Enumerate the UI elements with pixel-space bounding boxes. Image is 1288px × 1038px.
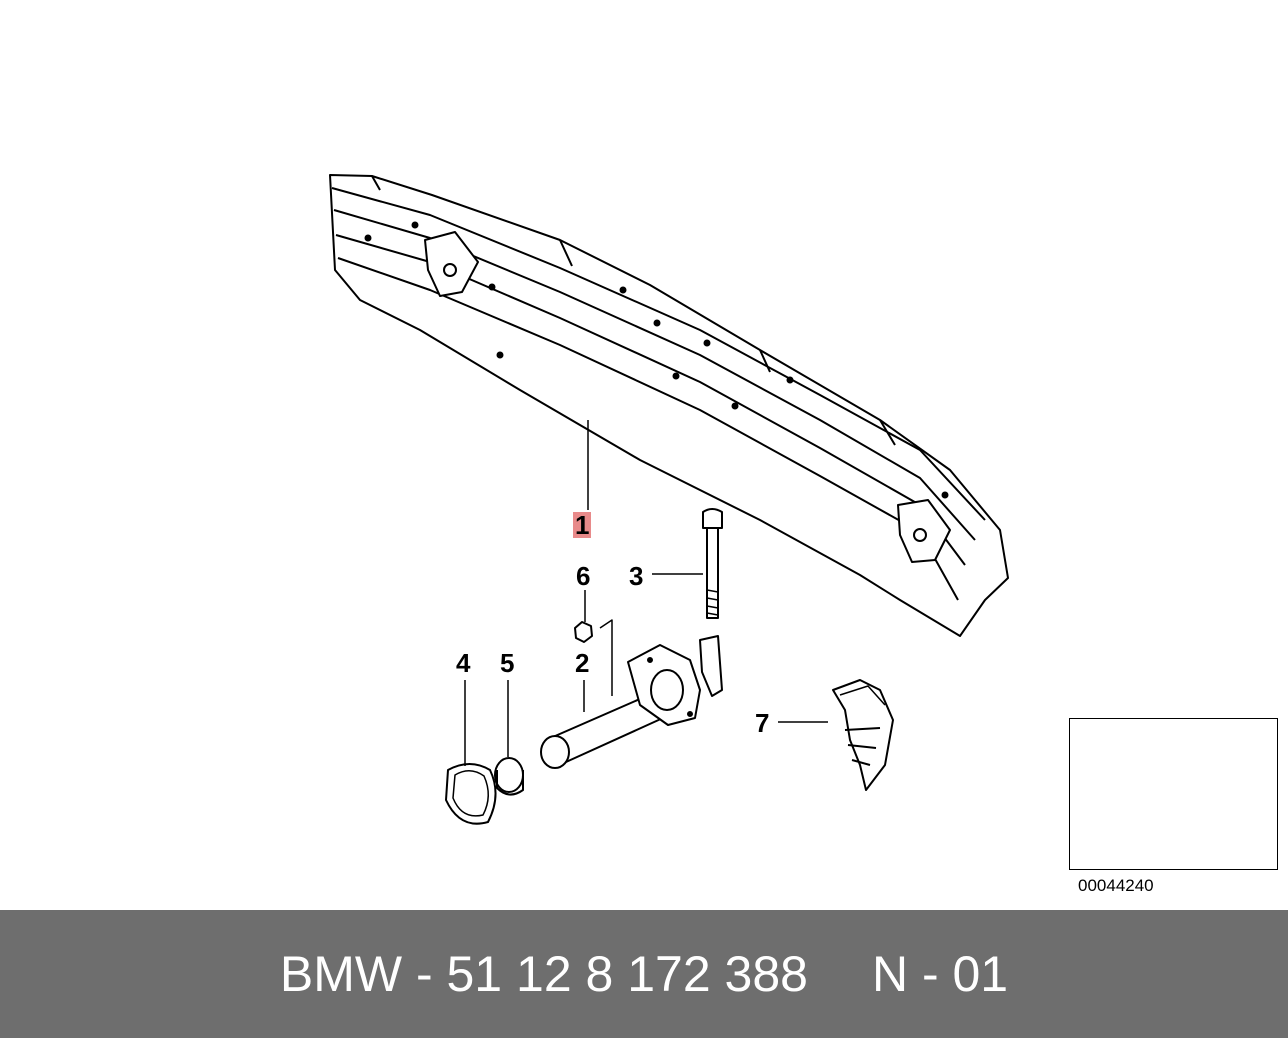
cap-part: [494, 757, 524, 796]
callout-3: 3: [629, 561, 644, 591]
callout-1: 1: [573, 510, 592, 540]
nut-bracket-line: [599, 619, 613, 696]
vehicle-locator-inset: [1069, 718, 1278, 870]
bumper-carrier-part: [329, 174, 1009, 637]
nut-part: [574, 621, 593, 643]
footer-part-number: BMW - 51 12 8 172 388: [279, 946, 808, 1002]
callout-7: 7: [755, 708, 770, 738]
gasket-part: [445, 763, 497, 825]
footer-position-code: N - 01: [871, 946, 1009, 1002]
bolt-part: [702, 508, 723, 619]
bracket-part: [832, 679, 894, 791]
footer-bar: BMW - 51 12 8 172 388 N - 01: [0, 910, 1288, 1038]
callout-5: 5: [500, 648, 515, 678]
impact-absorber-part: [540, 635, 723, 769]
callout-6: 6: [576, 561, 591, 591]
callout-2: 2: [575, 648, 590, 678]
callout-4: 4: [456, 648, 471, 678]
inset-image-code: 00044240: [1078, 876, 1154, 895]
